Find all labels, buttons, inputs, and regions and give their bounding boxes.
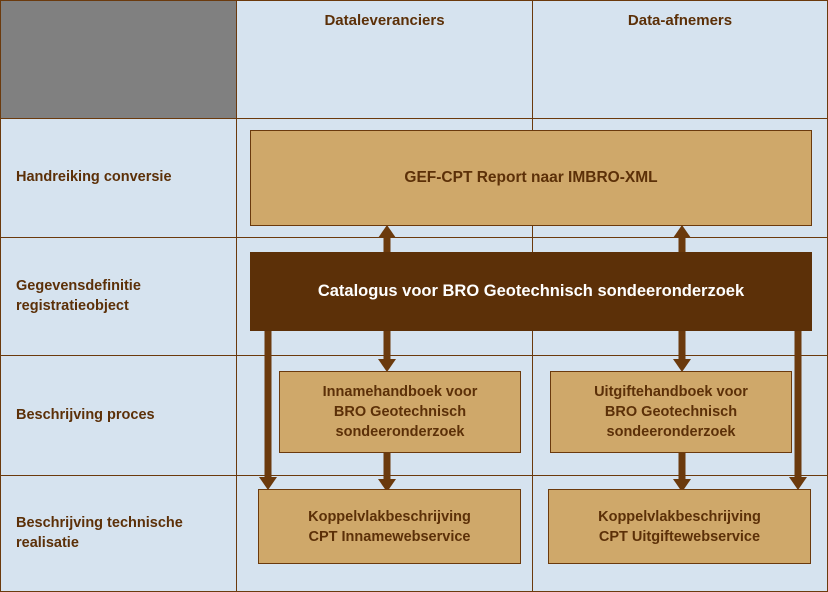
node-uitgiftehandboek-line-1: Uitgiftehandboek voor	[594, 384, 748, 400]
node-koppelvlak-uitgifte[interactable]: Koppelvlakbeschrijving CPT Uitgiftewebse…	[548, 489, 811, 564]
node-koppelvlak-uitgifte-line-2: CPT Uitgiftewebservice	[598, 528, 761, 545]
node-innamehandboek-line-1: Innamehandboek voor	[322, 384, 478, 400]
connector-shaft	[383, 233, 391, 261]
node-koppelvlak-uitgifte-label: Koppelvlakbeschrijving CPT Uitgiftewebse…	[590, 507, 769, 547]
connector-arrowhead	[378, 479, 396, 492]
connector-catalogus-to-gefcpt-left	[378, 225, 396, 261]
connector-catalogus-to-koppelvlak-inname	[259, 330, 277, 490]
node-koppelvlak-inname-line-1: Koppelvlakbeschrijving	[308, 508, 471, 525]
node-innamehandboek-line-3: sondeeronderzoek	[335, 424, 465, 440]
connector-arrowhead	[673, 359, 691, 372]
rowlabel-cell-technische-realisatie	[0, 475, 237, 592]
rowlabel-cell-gegevensdefinitie	[0, 237, 237, 356]
connector-uitgiftehandboek-to-koppelvlak-uitgifte	[673, 452, 691, 492]
node-gef-cpt-report-label: GEF-CPT Report naar IMBRO-XML	[404, 169, 658, 187]
node-gef-cpt-report[interactable]: GEF-CPT Report naar IMBRO-XML	[250, 130, 812, 226]
rowlabel-cell-handreiking-conversie	[0, 118, 237, 238]
connector-shaft	[678, 452, 686, 480]
node-catalogus[interactable]: Catalogus voor BRO Geotechnisch sondeero…	[250, 252, 812, 331]
node-innamehandboek-label: Innamehandboek voor BRO Geotechnisch son…	[315, 382, 486, 442]
node-uitgiftehandboek-line-3: sondeeronderzoek	[606, 424, 736, 440]
connector-shaft	[678, 330, 686, 360]
connector-catalogus-to-innamehandboek	[378, 330, 396, 372]
connector-shaft	[383, 330, 391, 360]
rowlabel-cell-beschrijving-proces	[0, 355, 237, 476]
node-catalogus-label: Catalogus voor BRO Geotechnisch sondeero…	[317, 282, 745, 301]
connector-catalogus-to-koppelvlak-uitgifte	[789, 330, 807, 490]
connector-shaft	[794, 330, 802, 477]
node-uitgiftehandboek-line-2: BRO Geotechnisch	[604, 404, 738, 420]
connector-arrowhead	[259, 477, 277, 490]
connector-arrowhead	[673, 225, 691, 238]
node-koppelvlak-uitgifte-line-1: Koppelvlakbeschrijving	[598, 508, 761, 525]
node-innamehandboek[interactable]: Innamehandboek voor BRO Geotechnisch son…	[279, 371, 521, 453]
connector-arrowhead	[789, 477, 807, 490]
node-uitgiftehandboek[interactable]: Uitgiftehandboek voor BRO Geotechnisch s…	[550, 371, 792, 453]
corner-block	[0, 0, 237, 119]
header-cell-data-afnemers	[532, 0, 828, 119]
node-innamehandboek-line-2: BRO Geotechnisch	[333, 404, 467, 420]
connector-arrowhead	[378, 359, 396, 372]
connector-innamehandboek-to-koppelvlak-inname	[378, 452, 396, 492]
connector-shaft	[264, 330, 272, 477]
node-koppelvlak-inname-label: Koppelvlakbeschrijving CPT Innamewebserv…	[300, 507, 479, 547]
connector-shaft	[383, 452, 391, 480]
connector-catalogus-to-gefcpt-right	[673, 225, 691, 261]
connector-arrowhead	[378, 225, 396, 238]
node-koppelvlak-inname[interactable]: Koppelvlakbeschrijving CPT Innamewebserv…	[258, 489, 521, 564]
node-uitgiftehandboek-label: Uitgiftehandboek voor BRO Geotechnisch s…	[586, 382, 756, 442]
node-koppelvlak-inname-line-2: CPT Innamewebservice	[308, 528, 471, 545]
connector-catalogus-to-uitgiftehandboek	[673, 330, 691, 372]
header-cell-dataleveranciers	[236, 0, 533, 119]
connector-shaft	[678, 233, 686, 261]
connector-arrowhead	[673, 479, 691, 492]
